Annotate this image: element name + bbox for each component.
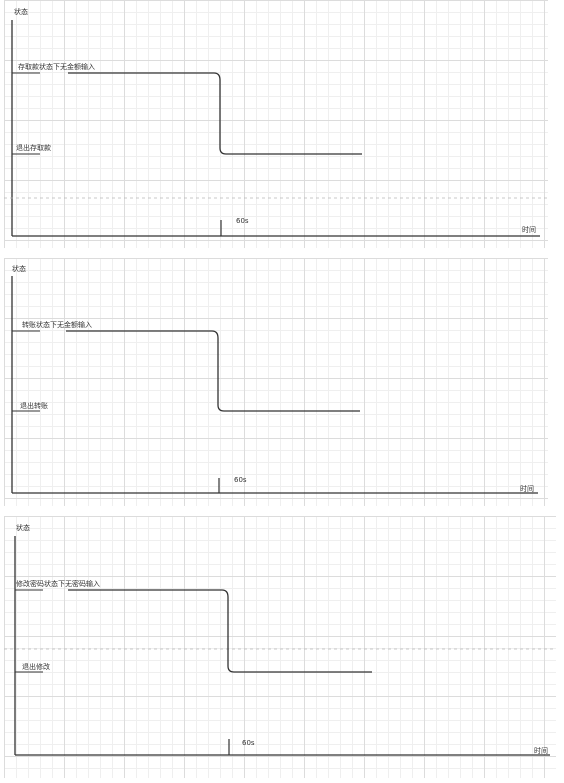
timing-diagram-2: 状态 转账状态下无金额输入 退出转账 60s 时间 — [0, 258, 552, 506]
high-state-label: 修改密码状态下无密码输入 — [16, 579, 100, 588]
x-axis-label: 时间 — [522, 225, 536, 234]
high-state-label: 存取款状态下无金额输入 — [18, 62, 95, 71]
timing-svg: 状态 修改密码状态下无密码输入 退出修改 60s 时间 — [4, 523, 556, 756]
y-axis-label: 状态 — [12, 264, 26, 273]
grid-background — [4, 0, 548, 248]
grid-background — [4, 516, 556, 778]
state-waveform — [68, 72, 362, 155]
time-marker-label: 60s — [234, 476, 247, 484]
x-axis-label: 时间 — [520, 484, 534, 493]
timing-diagram-3: 状态 修改密码状态下无密码输入 退出修改 60s 时间 — [0, 516, 556, 778]
x-axis-label: 时间 — [534, 746, 548, 755]
state-waveform — [68, 589, 372, 673]
state-waveform — [66, 330, 360, 412]
timing-svg: 状态 转账状态下无金额输入 退出转账 60s 时间 — [11, 264, 538, 494]
grid-background — [4, 258, 548, 506]
y-axis-label: 状态 — [14, 7, 28, 16]
high-state-label: 转账状态下无金额输入 — [22, 320, 92, 329]
timing-svg: 状态 存取款状态下无金额输入 退出存取款 60s 时间 — [4, 7, 548, 237]
low-state-label: 退出修改 — [22, 662, 50, 671]
low-state-label: 退出存取款 — [16, 143, 51, 152]
time-marker-label: 60s — [242, 739, 255, 747]
y-axis-label: 状态 — [16, 523, 30, 532]
timing-diagram-1: 状态 存取款状态下无金额输入 退出存取款 60s 时间 — [0, 0, 552, 248]
low-state-label: 退出转账 — [20, 401, 48, 410]
time-marker-label: 60s — [236, 217, 249, 225]
